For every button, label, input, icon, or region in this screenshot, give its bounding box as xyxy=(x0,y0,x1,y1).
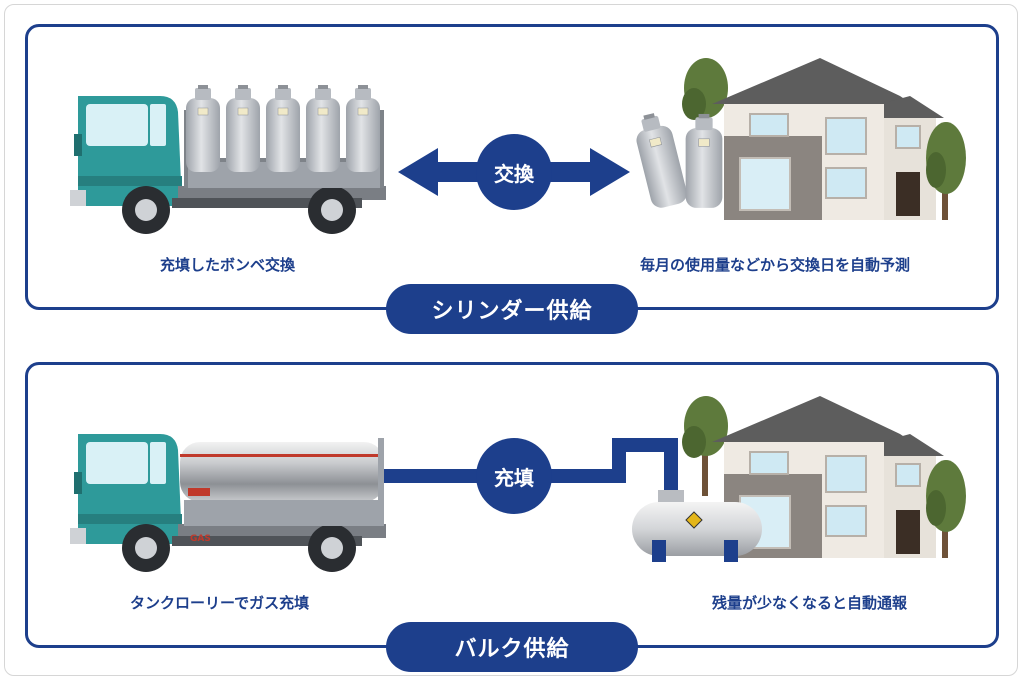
tanker-truck-illustration xyxy=(70,434,386,572)
bulk-tank-illustration xyxy=(632,490,762,562)
cylinder-house-illustration xyxy=(630,57,967,221)
exchange-label: 交換 xyxy=(476,134,552,210)
cylinder-truck-illustration xyxy=(70,84,386,234)
cylinder-right-caption: 毎月の使用量などから交換日を自動予測 xyxy=(640,256,911,274)
bulk-supply-title: バルク供給 xyxy=(386,622,638,672)
fill-pipe xyxy=(384,438,678,494)
tank-gas-label: GAS xyxy=(190,534,211,544)
cylinder-supply-title: シリンダー供給 xyxy=(386,284,638,334)
cylinder-left-caption: 充填したボンベ交換 xyxy=(160,256,296,274)
bulk-left-caption: タンクローリーでガス充填 xyxy=(130,594,310,612)
fill-label: 充填 xyxy=(476,438,552,514)
bulk-right-caption: 残量が少なくなると自動通報 xyxy=(712,594,908,612)
